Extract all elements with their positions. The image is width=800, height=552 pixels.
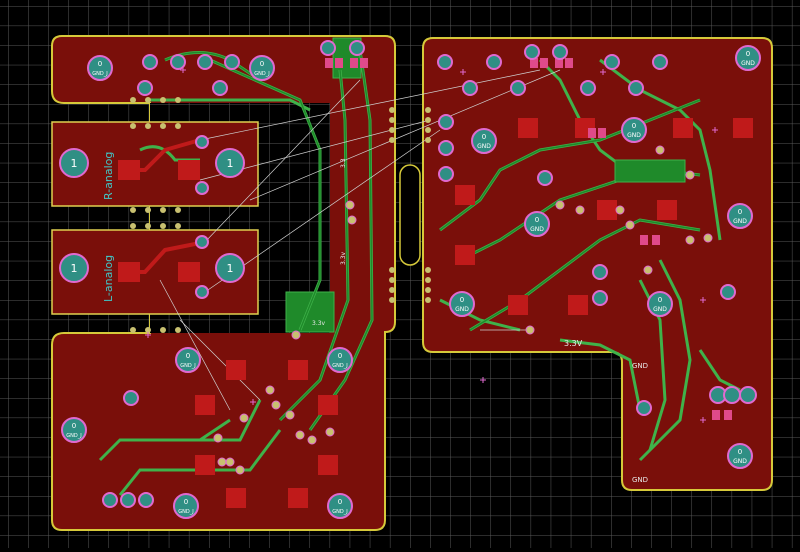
net-label-gnd: GND [632,476,648,484]
gnd-pad-number: 0 [535,216,539,224]
vias [213,145,713,475]
connector-pin-label: 1 [71,262,78,275]
right-board[interactable] [422,37,773,491]
gnd-pad-label: GND [477,143,491,150]
right-board-outline [422,37,773,491]
gnd-pad: 0 GND [727,443,753,469]
gnd-pad-number: 0 [338,352,342,360]
gnd-pad: 0 GND [449,291,475,317]
gnd-pad: 0 GND [647,291,673,317]
copper-pour [285,291,335,333]
through-hole-pads [102,40,757,508]
connector-pins: 1 1 1 1 [59,148,245,283]
gnd-pad-label: GND_J [180,363,195,369]
gnd-pad-number: 0 [658,296,662,304]
gnd-pad-number: 0 [72,422,76,430]
gnd-pad: 0 GND_J [87,55,113,81]
gnd-pad-label: GND_J [92,71,107,77]
small-pads [325,58,732,420]
gnd-pad: 0 GND_J [175,347,201,373]
gnd-pad-number: 0 [460,296,464,304]
gnd-pad-label: GND [741,60,755,67]
gnd-pad-number: 0 [338,498,342,506]
gnd-pad: 0 GND [471,128,497,154]
net-label-3v3: 3.3v [340,251,347,265]
center-slot [399,164,421,266]
connector-pin-label: 1 [227,262,234,275]
gnd-pad: 0 GND [727,203,753,229]
l-analog-label: L-analog [102,255,115,302]
gnd-pad-label: GND_J [254,71,269,77]
gnd-pad-label: GND_J [332,509,347,515]
connector-pin-label: 1 [71,157,78,170]
gnd-pad-number: 0 [632,122,636,130]
silk-markers [145,67,718,423]
gnd-pad: 0 GND_J [327,347,353,373]
gnd-pad-number: 0 [98,60,102,68]
net-label-3v3-bold: 3.3V [564,339,583,348]
gnd-pad: 0 GND [524,211,550,237]
smd-pads [118,118,753,508]
ic-pad-area [614,159,686,183]
left-board[interactable] [51,35,396,531]
gnd-pad-number: 0 [482,133,486,141]
gnd-pad: 0 GND [621,117,647,143]
gnd-pad-number: 0 [738,208,742,216]
connector-pin-label: 1 [227,157,234,170]
gnd-pad: 0 GND_J [61,417,87,443]
gnd-pad-number: 0 [186,352,190,360]
gnd-pad-label: GND [733,218,747,225]
gnd-pad-label: GND [627,132,641,139]
net-label-gnd: GND [632,362,648,370]
gnd-pad-label: GND [530,226,544,233]
connector-pin: 1 [215,253,245,283]
gnd-pad-label: GND [455,306,469,313]
gnd-pad: 0 GND_J [327,493,353,519]
gnd-pad-label: GND_J [178,509,193,515]
gnd-pad: 0 GND_J [249,55,275,81]
connector-pin: 1 [59,148,89,178]
gnd-pad-number: 0 [746,50,750,58]
gnd-pad-label: GND_J [332,363,347,369]
r-analog-label: R-analog [102,152,115,200]
gnd-pad-number: 0 [184,498,188,506]
gnd-pad-label: GND_J [66,433,81,439]
gnd-pad-label: GND [733,458,747,465]
gnd-pads: 0 GND_J 0 GND_J 0 GND_J 0 GND_J 0 GND_J … [61,45,761,519]
net-label-3v3: 3.3v [312,320,326,327]
connector-pin: 1 [215,148,245,178]
net-label-3v3: 3.3 [340,158,347,168]
gnd-pad-number: 0 [738,448,742,456]
gnd-pad: 0 GND_J [173,493,199,519]
connector-pin: 1 [59,253,89,283]
gnd-pad-number: 0 [260,60,264,68]
gnd-pad: 0 GND [735,45,761,71]
gnd-pad-label: GND [653,306,667,313]
edge-holes [130,97,431,333]
